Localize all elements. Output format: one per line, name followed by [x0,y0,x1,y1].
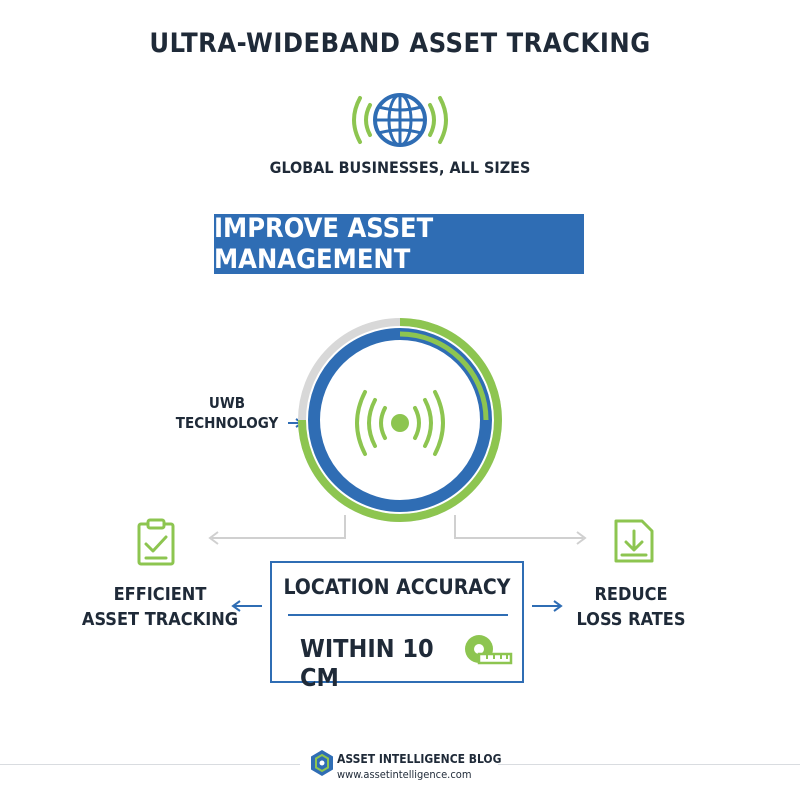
accuracy-divider [288,614,508,616]
uwb-ring [298,318,502,522]
reduce-line2: LOSS RATES [576,609,686,630]
uwb-technology-label: UWB TECHNOLOGY [166,393,288,433]
subtitle: GLOBAL BUSINESSES, ALL SIZES [269,158,531,177]
tape-measure-icon [465,635,513,665]
banner-text: IMPROVE ASSET MANAGEMENT [214,213,434,275]
banner: IMPROVE ASSET MANAGEMENT [214,213,584,275]
uwb-label-line2: TECHNOLOGY [175,414,279,432]
location-accuracy-label: LOCATION ACCURACY [283,575,511,599]
reduce-line1: REDUCE [594,584,668,605]
footer-url[interactable]: www.assetintelligence.com [337,768,472,781]
footer-brand-name: ASSET INTELLIGENCE BLOG [337,752,502,766]
efficient-line1: EFFICIENT [113,584,207,605]
efficient-line2: ASSET TRACKING [81,609,239,630]
globe-signal-icon [352,93,448,147]
download-tray-icon [614,519,654,563]
signal-wave-icon [355,390,445,456]
clipboard-check-icon [137,518,175,566]
hexagon-logo-icon [311,750,333,776]
footer-divider-right [498,764,800,765]
efficient-asset-tracking-label: EFFICIENT ASSET TRACKING [80,582,240,632]
reduce-loss-rates-label: REDUCE LOSS RATES [566,582,696,632]
page-title: ULTRA-WIDEBAND ASSET TRACKING [149,28,651,59]
accuracy-value: WITHIN 10 CM [300,634,434,692]
footer-divider-left [0,764,300,765]
uwb-label-line1: UWB [208,394,246,412]
